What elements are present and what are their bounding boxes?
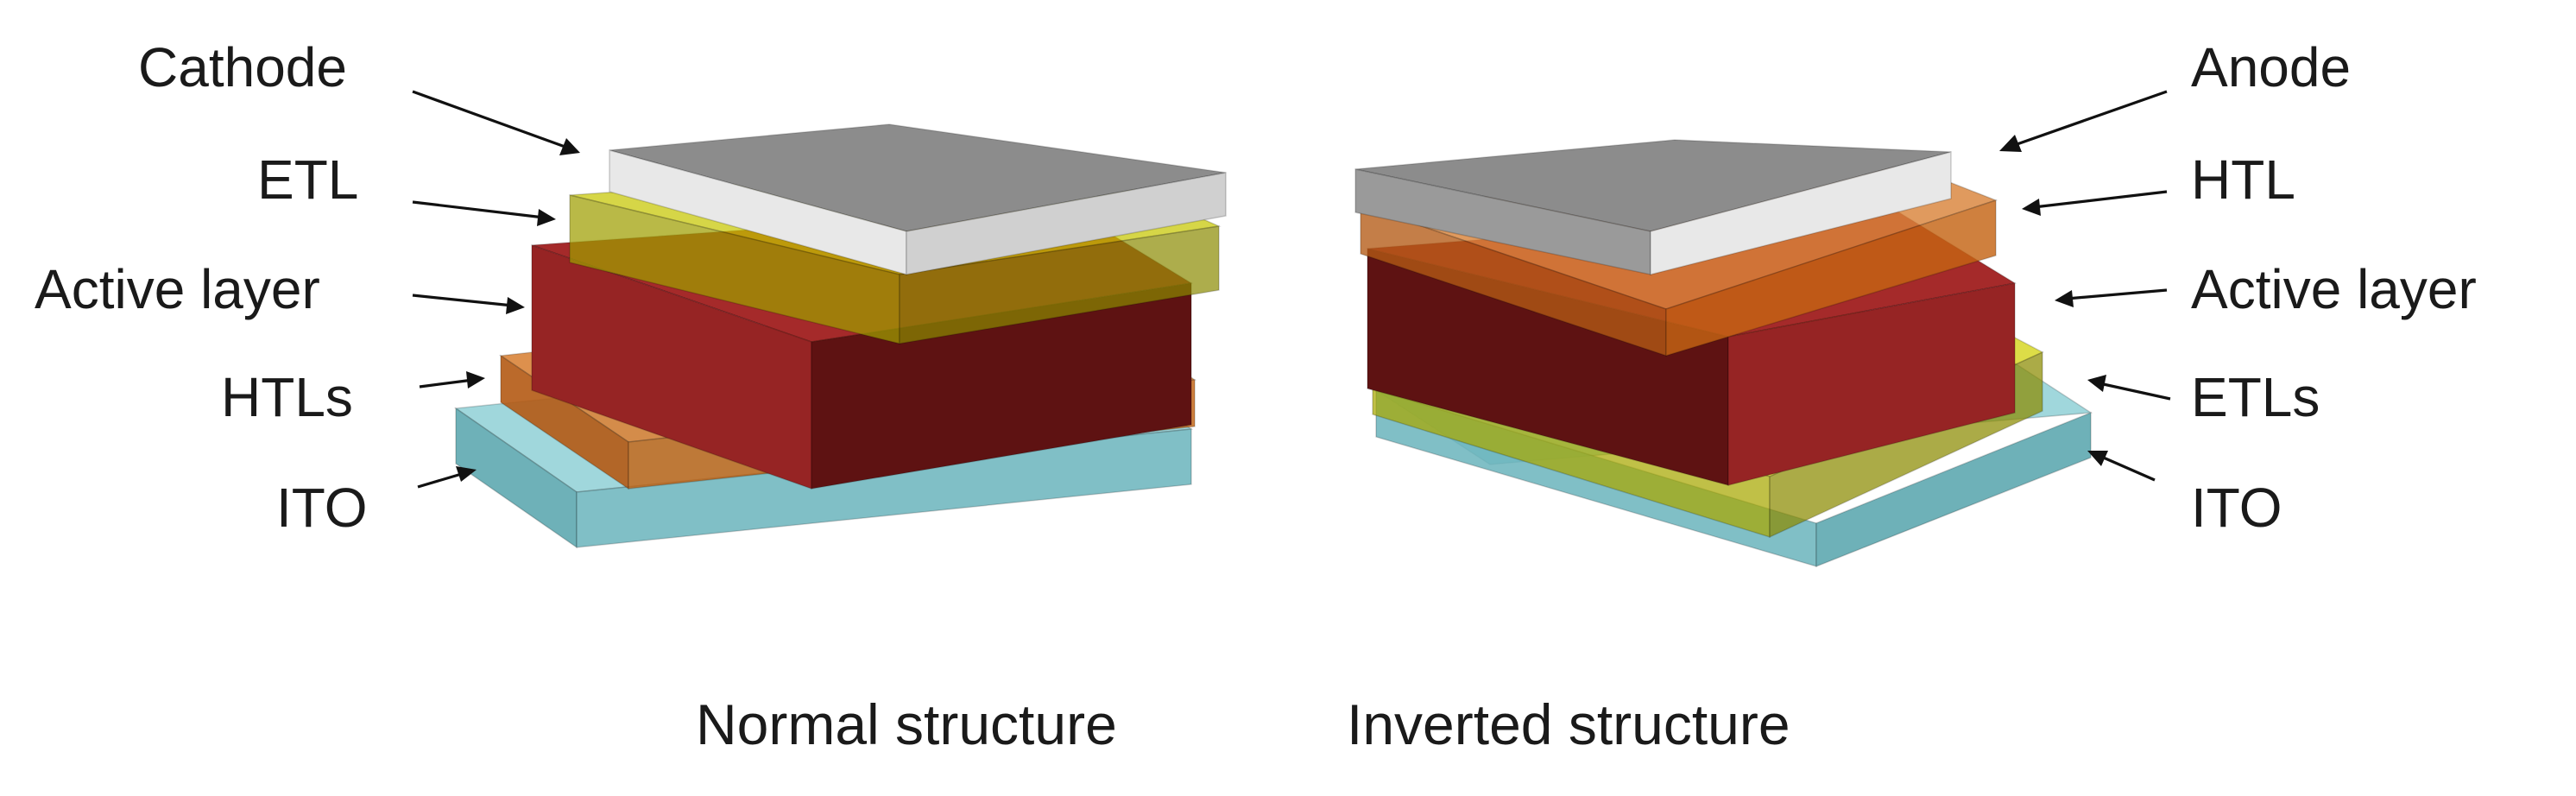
label-htl-inverted: HTL [2191, 148, 2295, 211]
normal-cathode-layer [609, 123, 1227, 275]
label-htls: HTLs [221, 366, 353, 428]
caption-inverted-structure: Inverted structure [1347, 692, 1790, 756]
inverted-arrows [1999, 90, 2171, 482]
label-etl-normal: ETL [257, 148, 358, 211]
label-active-normal: Active layer [35, 258, 320, 320]
label-etls: ETLs [2191, 366, 2320, 428]
label-active-inverted: Active layer [2191, 258, 2477, 320]
caption-normal-structure: Normal structure [696, 692, 1117, 756]
normal-structure-stack [453, 123, 1227, 549]
normal-arrows [412, 90, 580, 489]
label-cathode: Cathode [138, 36, 347, 98]
inverted-anode-layer [1354, 139, 1952, 275]
label-ito-normal: ITO [276, 477, 368, 539]
label-ito-inverted: ITO [2191, 477, 2282, 539]
inverted-structure-stack [1354, 139, 2093, 568]
label-anode: Anode [2191, 36, 2351, 98]
